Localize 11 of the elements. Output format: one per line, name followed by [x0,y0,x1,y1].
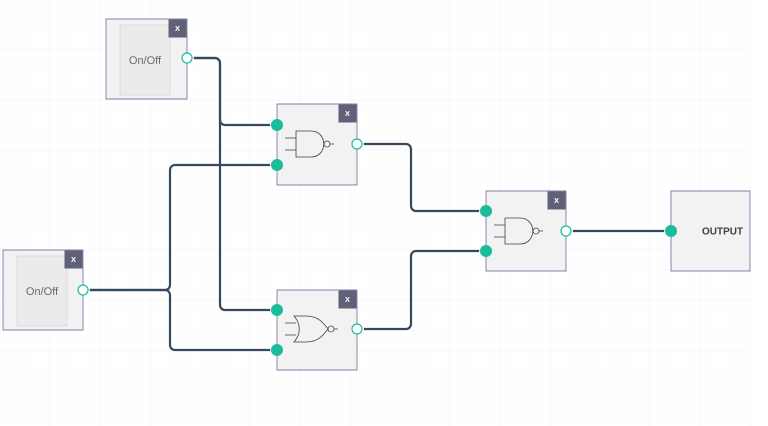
wire [364,250,480,330]
wire [572,230,664,232]
close-button: x [338,104,356,122]
output-label: OUTPUT [702,227,743,235]
close-button: x [338,290,356,308]
wire [194,56,270,312]
wire [90,288,270,352]
close-button: x [64,250,82,268]
close-button: x [548,192,566,210]
wire [364,142,480,212]
close-button: x [168,20,186,38]
